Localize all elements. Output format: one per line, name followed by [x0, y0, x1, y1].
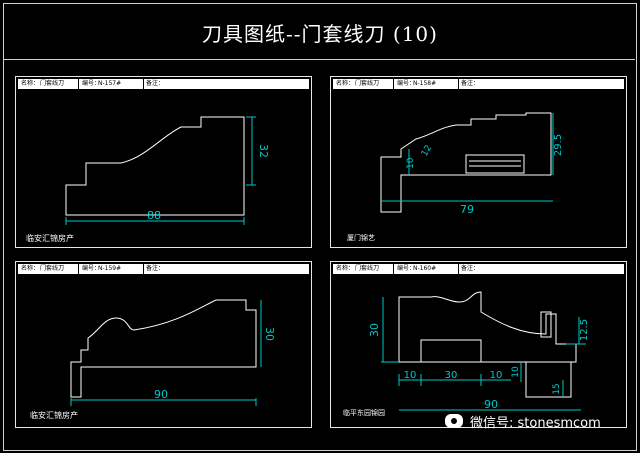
remark-label: 备注： — [461, 80, 480, 87]
name-label: 名称： — [21, 80, 40, 87]
dim-tail: 15 — [552, 383, 562, 394]
panel-header: 名称： 门套线刀 编号： N-158# 备注： — [333, 79, 624, 89]
code-value: N-157# — [98, 80, 122, 87]
title-bar — [3, 3, 635, 60]
remark-label: 备注： — [146, 265, 165, 272]
divider — [393, 79, 394, 89]
profile-drawing: 88 32 — [65, 116, 270, 225]
dim-width: 88 — [147, 209, 161, 222]
panel-footer: 临安汇锦房产 — [30, 411, 78, 420]
code-label: 编号： — [397, 265, 416, 272]
name-label: 名称： — [336, 80, 355, 87]
drawing-panel-1[interactable]: 名称： 门套线刀 编号： N-157# 备注： 88 32 临安汇锦房产 — [15, 76, 312, 248]
code-value: N-158# — [413, 80, 437, 87]
dim-width: 90 — [154, 388, 168, 401]
remark-label: 备注： — [146, 80, 165, 87]
divider — [458, 79, 459, 89]
dim-right: 12.5 — [579, 319, 590, 341]
code-label: 编号： — [82, 265, 101, 272]
dim-height: 30 — [263, 327, 276, 341]
code-value: N-159# — [98, 265, 122, 272]
dim-height: 30 — [368, 323, 381, 337]
divider — [458, 264, 459, 274]
panel-header: 名称： 门套线刀 编号： N-160# 备注： — [333, 264, 624, 274]
dim-height: 32 — [257, 144, 270, 158]
remark-label: 备注： — [461, 265, 480, 272]
dim-seg2: 30 — [445, 370, 458, 381]
dim-small-b: 10 — [406, 157, 416, 169]
name-label: 名称： — [21, 265, 40, 272]
drawing-panel-3[interactable]: 名称： 门套线刀 编号： N-159# 备注： 90 30 临安汇锦房产 — [15, 261, 312, 428]
page-title: 刀具图纸--门套线刀 (10) — [202, 22, 438, 46]
drawing-frame — [3, 3, 637, 451]
profile-drawing: 30 10 30 10 12.5 10 15 90 — [368, 291, 590, 411]
panel-header: 名称： 门套线刀 编号： N-157# 备注： — [18, 79, 309, 89]
panel-footer: 厦门锦艺 — [347, 234, 375, 242]
dim-height: 29.5 — [553, 134, 564, 156]
panel-header: 名称： 门套线刀 编号： N-159# 备注： — [18, 264, 309, 274]
dim-seg1: 10 — [404, 370, 417, 381]
product-label: 门套线刀 — [355, 265, 380, 272]
wechat-icon — [445, 414, 463, 428]
divider — [143, 79, 144, 89]
dim-small-a: 12 — [420, 144, 434, 159]
dim-seg3: 10 — [490, 370, 503, 381]
profile-drawing: 79 29.5 12 10 — [380, 112, 564, 216]
dim-right-low: 10 — [511, 366, 521, 378]
drawing-panel-4[interactable]: 名称： 门套线刀 编号： N-160# 备注： 30 10 30 10 1 — [330, 261, 627, 428]
dim-width: 90 — [484, 398, 498, 411]
panel-footer: 临安汇锦房产 — [26, 234, 74, 243]
code-value: N-160# — [413, 265, 437, 272]
product-label: 门套线刀 — [40, 265, 65, 272]
divider — [393, 264, 394, 274]
dim-width: 79 — [460, 203, 474, 216]
divider — [143, 264, 144, 274]
watermark: 微信号: stonesmcom — [470, 416, 601, 431]
product-label: 门套线刀 — [355, 80, 380, 87]
drawing-panel-2[interactable]: 名称： 门套线刀 编号： N-158# 备注： 79 29.5 12 10 厦门… — [330, 76, 627, 248]
divider — [78, 79, 79, 89]
profile-drawing: 90 30 — [70, 299, 276, 406]
code-label: 编号： — [82, 80, 101, 87]
name-label: 名称： — [336, 265, 355, 272]
code-label: 编号： — [397, 80, 416, 87]
divider — [78, 264, 79, 274]
product-label: 门套线刀 — [40, 80, 65, 87]
panel-footer: 临平东园锦园 — [343, 409, 385, 417]
